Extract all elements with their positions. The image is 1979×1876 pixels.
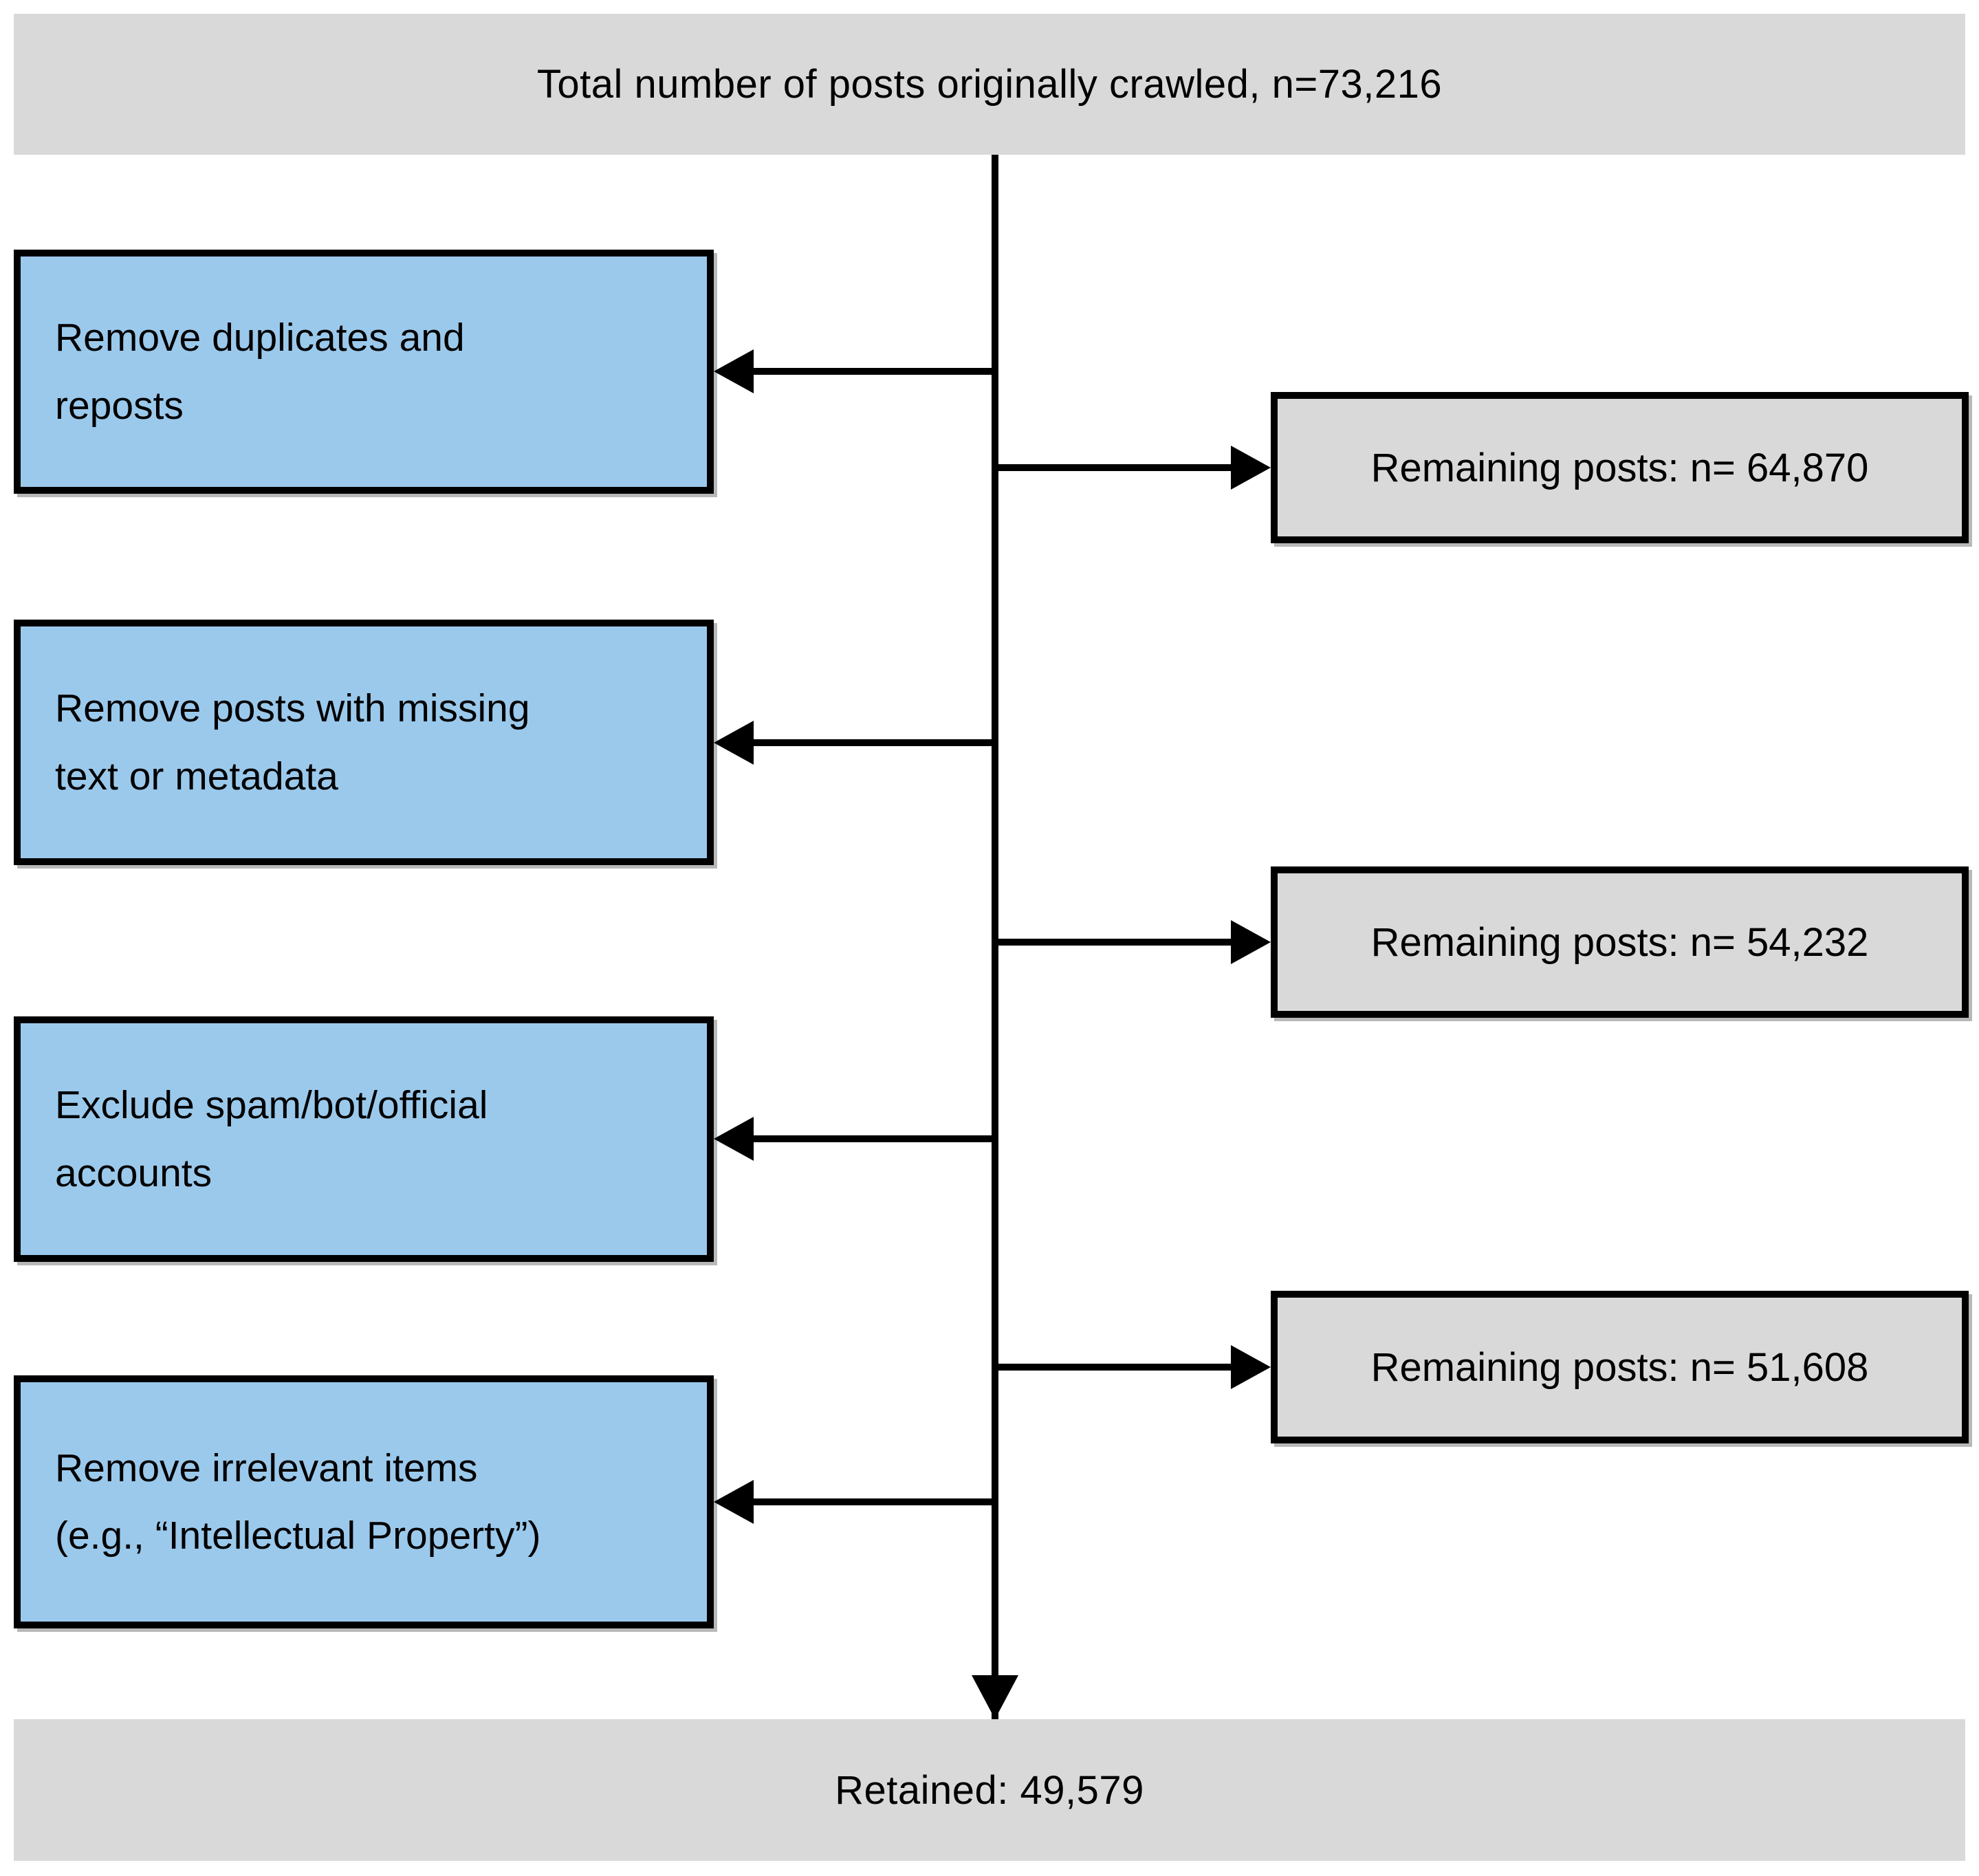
step-node-label: Remove posts with missing text or metada… [55, 686, 530, 798]
remaining-node-1: Remaining posts: n= 64,870 [1271, 392, 1969, 543]
flow-line-to-step-2 [743, 739, 995, 746]
arrowhead-left-icon [714, 1117, 754, 1161]
arrowhead-right-icon [1231, 1345, 1271, 1389]
step-node-label: Exclude spam/bot/official accounts [55, 1083, 488, 1195]
arrowhead-down-icon [972, 1675, 1018, 1719]
arrowhead-left-icon [714, 721, 754, 765]
arrowhead-left-icon [714, 1480, 754, 1524]
step-node-remove-duplicates: Remove duplicates and reposts [14, 250, 714, 494]
remaining-node-label: Remaining posts: n= 64,870 [1370, 445, 1869, 490]
flow-line-to-step-4 [743, 1498, 995, 1505]
arrowhead-right-icon [1231, 920, 1271, 964]
step-node-label: Remove duplicates and reposts [55, 316, 465, 428]
flow-line-to-remaining-1 [995, 464, 1236, 471]
end-node: Retained: 49,579 [14, 1719, 1965, 1861]
step-node-remove-missing: Remove posts with missing text or metada… [14, 620, 714, 865]
start-node: Total number of posts originally crawled… [14, 14, 1965, 155]
flow-line-to-remaining-3 [995, 1364, 1236, 1371]
flow-line-to-step-1 [743, 368, 995, 375]
step-node-exclude-spam: Exclude spam/bot/official accounts [14, 1016, 714, 1262]
flow-line-vertical [992, 155, 998, 1719]
step-node-remove-irrelevant: Remove irrelevant items (e.g., “Intellec… [14, 1375, 714, 1628]
arrowhead-right-icon [1231, 446, 1271, 490]
arrowhead-left-icon [714, 349, 754, 393]
flow-line-to-step-3 [743, 1135, 995, 1142]
end-node-label: Retained: 49,579 [835, 1767, 1144, 1813]
remaining-node-3: Remaining posts: n= 51,608 [1271, 1291, 1969, 1443]
flow-line-to-remaining-2 [995, 939, 1236, 946]
start-node-label: Total number of posts originally crawled… [536, 62, 1443, 107]
remaining-node-label: Remaining posts: n= 54,232 [1370, 919, 1869, 965]
step-node-label: Remove irrelevant items (e.g., “Intellec… [55, 1446, 541, 1558]
remaining-node-2: Remaining posts: n= 54,232 [1271, 866, 1969, 1018]
remaining-node-label: Remaining posts: n= 51,608 [1370, 1344, 1869, 1390]
